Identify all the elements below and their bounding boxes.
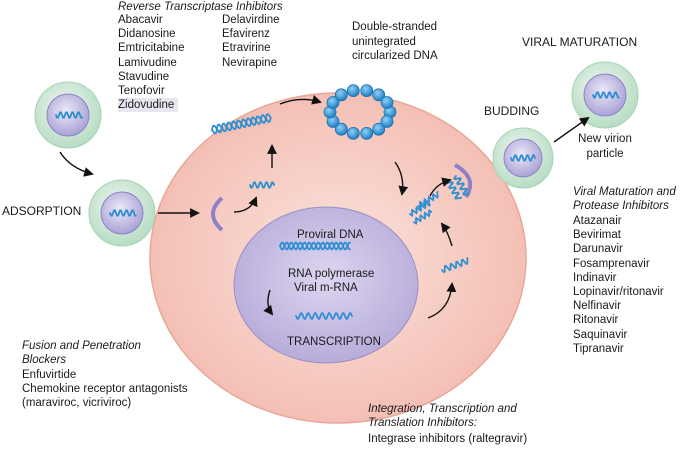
integration-header: Integration, Transcription and Translati… bbox=[368, 402, 517, 430]
rti-drug: Tenofovir bbox=[118, 85, 165, 98]
integrase-inhibitor-item: Integrase inhibitors (raltegravir) bbox=[368, 433, 528, 445]
dsdna-line: unintegrated bbox=[352, 35, 416, 48]
dsdna-line: circularized DNA bbox=[352, 50, 438, 62]
rti-drug: Lamivudine bbox=[118, 56, 177, 69]
viral-rna-strand bbox=[249, 181, 275, 189]
protein-fragment bbox=[413, 208, 433, 226]
virion-rna-strand bbox=[592, 91, 620, 99]
new-virion-line: particle bbox=[586, 147, 624, 160]
proviral-dna-label: Proviral DNA bbox=[297, 229, 364, 241]
fusion-item: Enfuvirtide bbox=[22, 369, 77, 381]
dsdna-label: Double-stranded unintegrated circularize… bbox=[352, 20, 438, 64]
protease-drug: Ritonavir bbox=[573, 314, 619, 327]
rna-polymerase-label: RNA polymerase bbox=[288, 268, 375, 280]
circular-dna-bead bbox=[372, 88, 386, 102]
fusion-item: (maraviroc, vicriviroc) bbox=[22, 397, 132, 410]
arrow-to-budding bbox=[429, 177, 452, 197]
circular-dna-bead bbox=[360, 126, 374, 140]
protease-drug: Nelfinavir bbox=[573, 300, 621, 313]
protease-drug: Fosamprenavir bbox=[573, 257, 650, 270]
rti-drug: Stavudine bbox=[118, 70, 170, 83]
fusion-header-line: Blockers bbox=[22, 354, 67, 366]
viral-mrna-label: Viral m-RNA bbox=[294, 282, 358, 294]
arrow-dna-to-circle bbox=[279, 95, 322, 105]
capsid-fragment-left bbox=[211, 196, 224, 232]
budding-label: BUDDING bbox=[484, 104, 540, 118]
new-virion-label: New virion particle bbox=[570, 132, 640, 161]
protease-drug: Lopinavir/ritonavir bbox=[573, 286, 664, 299]
viral-maturation-label: VIRAL MATURATION bbox=[522, 35, 638, 49]
protease-header-line: Viral Maturation and bbox=[573, 186, 676, 198]
rti-drug: Didanosine bbox=[118, 28, 176, 41]
circular-dna-bead bbox=[326, 96, 340, 109]
protease-header: Viral Maturation and Protease Inhibitors bbox=[573, 185, 676, 213]
fusion-header: Fusion and Penetration Blockers bbox=[22, 339, 141, 367]
protease-drug: Bevirimat bbox=[573, 229, 621, 242]
assembling-rna-strand bbox=[453, 175, 471, 196]
protein-fragment bbox=[417, 191, 439, 210]
exported-mrna-strand bbox=[441, 257, 469, 274]
rti-drug: Efavirenz bbox=[222, 28, 270, 41]
circular-dna-bead bbox=[346, 84, 360, 97]
protease-list: Atazanair Bevirimat Darunavir Fosamprena… bbox=[573, 214, 664, 356]
mrna-strand bbox=[295, 311, 353, 321]
circular-dna-bead bbox=[346, 126, 360, 140]
virion-rna-strand bbox=[109, 209, 137, 217]
virion-rna-strand bbox=[510, 154, 536, 162]
fusion-list: Enfuvirtide Chemokine receptor antagonis… bbox=[22, 368, 188, 411]
arrow-mrna-out bbox=[427, 282, 457, 319]
rti-drug: Nevirapine bbox=[222, 56, 277, 69]
dsdna-line: Double-stranded bbox=[352, 21, 438, 33]
protease-drug: Darunavir bbox=[573, 243, 623, 256]
circular-dna-icon bbox=[323, 84, 397, 140]
rti-drug: Delavirdine bbox=[222, 14, 280, 26]
rti-header: Reverse Transcriptase Inhibitors bbox=[118, 1, 283, 13]
arrow-circle-to-integrate bbox=[394, 161, 409, 196]
new-virion-line: New virion bbox=[578, 133, 632, 145]
arrow-translation-up bbox=[440, 222, 453, 247]
arrow-nucleus-curve bbox=[263, 289, 274, 316]
integration-header-line: Translation Inhibitors: bbox=[368, 417, 478, 429]
rti-drug: Abacavir bbox=[118, 14, 163, 26]
fusion-header-line: Fusion and Penetration bbox=[22, 340, 141, 352]
circular-dna-bead bbox=[380, 115, 394, 128]
arrow-free-to-adsorb bbox=[59, 151, 94, 177]
protease-header-line: Protease Inhibitors bbox=[573, 200, 669, 212]
rti-drug: Zidovudine bbox=[118, 98, 178, 113]
proviral-dna-strand bbox=[279, 241, 351, 251]
protease-drug: Saquinavir bbox=[573, 328, 628, 341]
virion-rna-strand bbox=[55, 111, 83, 119]
rti-list-nnrti: Delavirdine Efavirenz Etravirine Nevirap… bbox=[222, 13, 280, 70]
circular-dna-bead bbox=[334, 122, 348, 136]
arrow-budding-to-new bbox=[553, 116, 590, 143]
rti-list-nrti: Abacavir Didanosine Emtricitabine Lamivu… bbox=[118, 13, 185, 113]
rti-drug: Emtricitabine bbox=[118, 42, 185, 55]
protease-drug: Atazanair bbox=[573, 215, 622, 227]
dsdna-strand bbox=[211, 113, 272, 135]
transcription-label: TRANSCRIPTION bbox=[287, 336, 381, 348]
circular-dna-bead bbox=[360, 84, 374, 97]
circular-dna-bead bbox=[380, 96, 394, 109]
protease-drug: Tipranavir bbox=[573, 342, 624, 355]
circular-dna-bead bbox=[372, 122, 386, 136]
fusion-item: Chemokine receptor antagonists bbox=[22, 383, 188, 396]
adsorption-label: ADSORPTION bbox=[2, 204, 82, 218]
rti-drug: Etravirine bbox=[222, 42, 271, 55]
arrow-capsid-to-rna bbox=[233, 196, 258, 213]
circular-dna-bead bbox=[334, 88, 348, 102]
protease-drug: Indinavir bbox=[573, 271, 617, 284]
integration-header-line: Integration, Transcription and bbox=[368, 403, 517, 415]
